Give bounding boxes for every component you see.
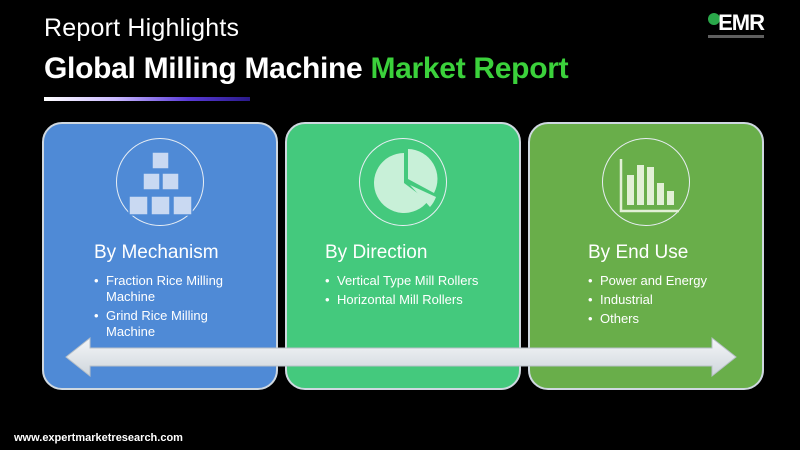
pie-chart-icon <box>359 138 447 226</box>
double-arrow-icon <box>65 336 737 378</box>
logo-text: EMR <box>718 10 765 35</box>
list-item: Vertical Type Mill Rollers <box>325 273 478 289</box>
card-by-direction: By Direction Vertical Type Mill Rollers … <box>285 122 521 390</box>
list-item: Fraction Rice Milling Machine <box>94 273 256 305</box>
title-underline <box>44 97 250 101</box>
mechanism-list: Fraction Rice Milling Machine Grind Rice… <box>94 273 256 343</box>
page-title: Global Milling Machine Market Report <box>44 52 569 86</box>
title-part-accent: Market Report <box>370 52 569 85</box>
globe-icon <box>708 13 720 25</box>
title-part-main: Global Milling Machine <box>44 52 371 85</box>
list-item: Others <box>588 311 707 327</box>
bar-chart-icon <box>602 138 690 226</box>
list-item: Grind Rice Milling Machine <box>94 308 256 340</box>
website-url: www.expertmarketresearch.com <box>14 432 183 444</box>
logo-tagline <box>708 35 764 38</box>
direction-list: Vertical Type Mill Rollers Horizontal Mi… <box>325 273 478 311</box>
list-item: Industrial <box>588 292 707 308</box>
list-item: Horizontal Mill Rollers <box>325 292 478 308</box>
emr-logo: EMR <box>706 10 765 44</box>
end-use-list: Power and Energy Industrial Others <box>588 273 707 330</box>
list-item: Power and Energy <box>588 273 707 289</box>
boxes-icon <box>116 138 204 226</box>
card-by-end-use: By End Use Power and Energy Industrial O… <box>528 122 764 390</box>
card-title-direction: By Direction <box>325 242 428 263</box>
report-highlights-subtitle: Report Highlights <box>44 14 240 42</box>
card-title-end-use: By End Use <box>588 242 689 263</box>
card-title-mechanism: By Mechanism <box>94 242 219 263</box>
